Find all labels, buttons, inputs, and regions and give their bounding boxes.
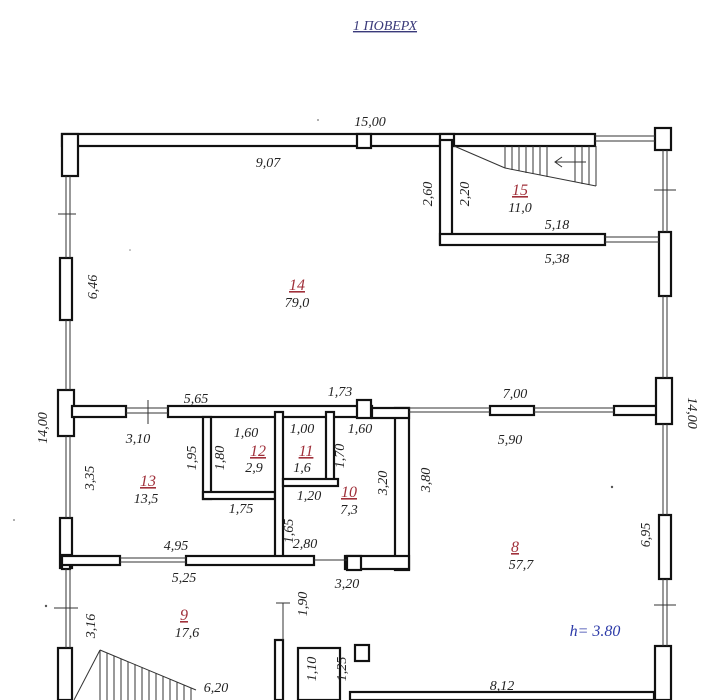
room-14-area: 79,0 xyxy=(285,296,310,311)
dim-room12-height: 1,80 xyxy=(213,446,228,471)
column-bottom-right xyxy=(653,644,673,700)
room-9-area: 17,6 xyxy=(175,626,200,641)
dim-stair-upper: 1,90 xyxy=(296,592,311,617)
column-right-upper xyxy=(657,230,673,298)
room-13-area: 13,5 xyxy=(134,492,159,507)
room-12-area: 2,9 xyxy=(245,461,263,476)
column-bottom-left xyxy=(56,646,74,700)
column-bottom xyxy=(353,643,371,663)
dim-mid-right: 7,00 xyxy=(503,387,528,402)
dim-room15-width: 5,18 xyxy=(545,218,570,233)
room-9-number: 9 xyxy=(180,607,188,624)
wall-left-upper xyxy=(58,256,74,322)
wall-lower-left xyxy=(60,554,122,567)
dim-room11-bottom: 1,20 xyxy=(297,489,322,504)
wall-top xyxy=(60,132,597,148)
dim-bottom-right: 8,12 xyxy=(490,679,515,694)
dim-room8-width: 5,90 xyxy=(498,433,523,448)
wall-room10-right xyxy=(393,406,411,572)
column-top-right xyxy=(653,126,673,152)
stairs-top xyxy=(453,145,597,187)
column-top-mid xyxy=(355,132,373,150)
dimensions: 15,00 9,07 2,60 2,20 5,18 5,38 6,46 14,0… xyxy=(36,115,699,696)
dim-room10-width: 1,60 xyxy=(348,422,373,437)
dim-stair-lower: 1,10 xyxy=(305,657,320,682)
dim-left-total: 14,00 xyxy=(36,412,51,444)
dim-room9-height: 3,16 xyxy=(84,614,99,640)
wall-mid-center xyxy=(166,404,374,419)
walls xyxy=(56,126,674,700)
wall-mid-right xyxy=(612,404,660,417)
room-labels: 15 11,0 14 79,0 12 2,9 11 1,6 10 7,3 13 … xyxy=(134,182,535,641)
room-11-number: 11 xyxy=(299,443,314,460)
dim-room13-height: 3,35 xyxy=(83,466,98,492)
room-10-area: 7,3 xyxy=(340,503,358,518)
wall-room12-bottom xyxy=(201,490,277,501)
height-note: h= 3.80 xyxy=(570,623,621,640)
dim-room15-outer-width: 5,38 xyxy=(545,252,570,267)
dim-mid-small: 1,73 xyxy=(328,385,353,400)
wall-bottom-center xyxy=(296,646,342,700)
room-8-area: 57,7 xyxy=(509,558,535,573)
room-15-area: 11,0 xyxy=(508,201,531,216)
room-11-area: 1,6 xyxy=(293,461,311,476)
dim-right-lower: 6,95 xyxy=(639,523,654,548)
dim-corridor-height: 1,65 xyxy=(282,519,297,544)
dim-room13-bottom: 4,95 xyxy=(164,539,189,554)
room-10-number: 10 xyxy=(341,484,357,501)
dim-room12-width: 1,60 xyxy=(234,426,259,441)
room-13-number: 13 xyxy=(140,473,156,490)
dim-room11-height: 1,70 xyxy=(333,444,348,469)
dim-room15-outer: 2,60 xyxy=(421,182,436,207)
wall-room10-top xyxy=(370,406,411,420)
room-14-number: 14 xyxy=(289,277,305,294)
wall-lower-center xyxy=(184,554,316,567)
dim-room10-outer-height: 3,80 xyxy=(419,468,434,494)
column-top-left xyxy=(60,132,80,178)
dim-bottom-small: 1,25 xyxy=(335,657,350,682)
dim-bottom-left: 6,20 xyxy=(204,681,229,696)
room-15-number: 15 xyxy=(512,182,528,199)
dim-lower-left: 5,25 xyxy=(172,571,197,586)
room-8-number: 8 xyxy=(511,539,519,556)
dim-room15-inner: 2,20 xyxy=(458,182,473,207)
dim-left-upper: 6,46 xyxy=(86,275,101,300)
dim-top-total: 15,00 xyxy=(354,115,386,130)
wall-right-lower xyxy=(657,513,673,581)
dim-mid-left: 5,65 xyxy=(184,392,209,407)
wall-room15-horizontal xyxy=(438,232,607,247)
column-mid-center xyxy=(355,398,373,420)
dim-room12-outer-height: 1,95 xyxy=(185,446,200,471)
dim-room14-top: 9,07 xyxy=(256,156,282,171)
stairs-bottom xyxy=(73,649,197,700)
windows xyxy=(54,135,676,648)
plan-title: 1 ПОВЕРХ xyxy=(353,19,417,34)
wall-room11-bottom xyxy=(281,477,340,488)
dim-corridor-width: 2,80 xyxy=(293,537,318,552)
dim-room13-top: 3,10 xyxy=(125,432,151,447)
dim-lower-center: 3,20 xyxy=(334,577,360,592)
wall-room15-vertical xyxy=(438,138,454,246)
column-room10 xyxy=(345,554,363,572)
column-right-mid xyxy=(654,376,674,426)
wall-mid-left xyxy=(70,404,128,419)
dim-right-total: 14,00 xyxy=(684,397,699,429)
scan-specks xyxy=(13,119,614,608)
room-12-number: 12 xyxy=(250,443,266,460)
wall-mid-right-pier xyxy=(488,404,536,417)
dim-room12-bottom: 1,75 xyxy=(229,502,254,517)
wall-room12-left xyxy=(201,415,213,501)
dim-room11-width: 1,00 xyxy=(290,422,315,437)
wall-bottom-stair xyxy=(273,638,285,700)
dim-room10-height: 3,20 xyxy=(376,471,391,497)
